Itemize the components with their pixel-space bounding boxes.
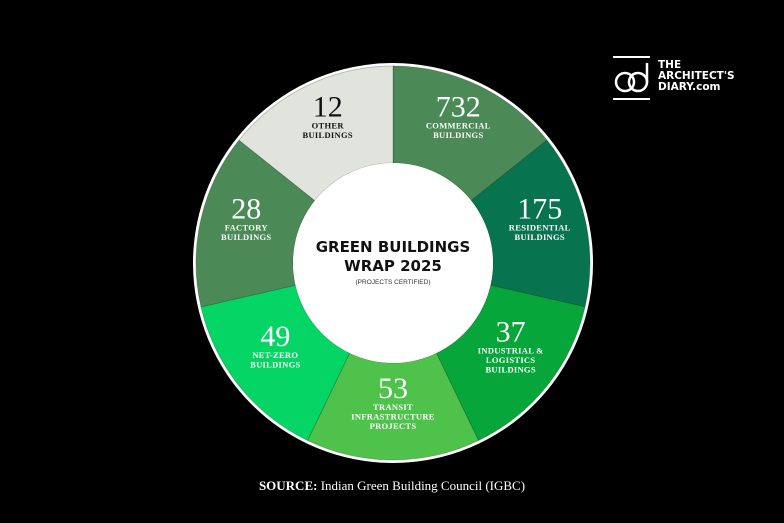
slice-label-6: BUILDINGS bbox=[302, 130, 352, 140]
slice-label-1: BUILDINGS bbox=[515, 232, 565, 242]
slice-value-4: 49 bbox=[260, 320, 290, 353]
slice-label-1: RESIDENTIAL bbox=[509, 223, 571, 233]
slice-label-3: PROJECTS bbox=[370, 421, 417, 431]
logo-mark-icon bbox=[613, 56, 650, 100]
source-note: SOURCE: Indian Green Building Council (I… bbox=[0, 478, 784, 494]
slice-label-5: FACTORY bbox=[225, 223, 268, 233]
slice-label-0: COMMERCIAL bbox=[426, 120, 491, 130]
slice-label-2: BUILDINGS bbox=[485, 364, 535, 374]
logo-line3: DIARY.com bbox=[658, 81, 721, 93]
chart-title-line1: GREEN BUILDINGS bbox=[316, 238, 471, 256]
slice-label-2: INDUSTRIAL & bbox=[478, 345, 544, 355]
slice-label-5: BUILDINGS bbox=[221, 232, 271, 242]
chart-subtitle: (PROJECTS CERTIFIED) bbox=[356, 279, 431, 286]
slice-label-2: LOGISTICS bbox=[486, 355, 535, 365]
slice-value-1: 175 bbox=[517, 193, 562, 226]
slice-label-4: BUILDINGS bbox=[250, 359, 300, 369]
logo-line2: ARCHITECT'S bbox=[658, 70, 735, 82]
logo-line1: THE bbox=[658, 59, 682, 71]
slice-value-5: 28 bbox=[231, 193, 261, 226]
slice-value-6: 12 bbox=[313, 90, 343, 123]
slice-label-4: NET-ZERO bbox=[252, 350, 298, 360]
brand-logo[interactable]: THE ARCHITECT'S DIARY.com bbox=[610, 55, 735, 106]
slice-label-6: OTHER bbox=[312, 120, 345, 130]
slice-label-3: TRANSIT bbox=[373, 402, 413, 412]
slice-value-3: 53 bbox=[378, 372, 408, 405]
slice-value-2: 37 bbox=[496, 315, 526, 348]
source-prefix: SOURCE: bbox=[258, 478, 318, 493]
slice-value-0: 732 bbox=[436, 90, 481, 123]
slice-label-3: INFRASTRUCTURE bbox=[351, 412, 435, 422]
center-circle bbox=[293, 163, 493, 363]
source-text: Indian Green Building Council (IGBC) bbox=[320, 478, 526, 493]
chart-title-line2: WRAP 2025 bbox=[344, 257, 442, 275]
slice-label-0: BUILDINGS bbox=[433, 130, 483, 140]
